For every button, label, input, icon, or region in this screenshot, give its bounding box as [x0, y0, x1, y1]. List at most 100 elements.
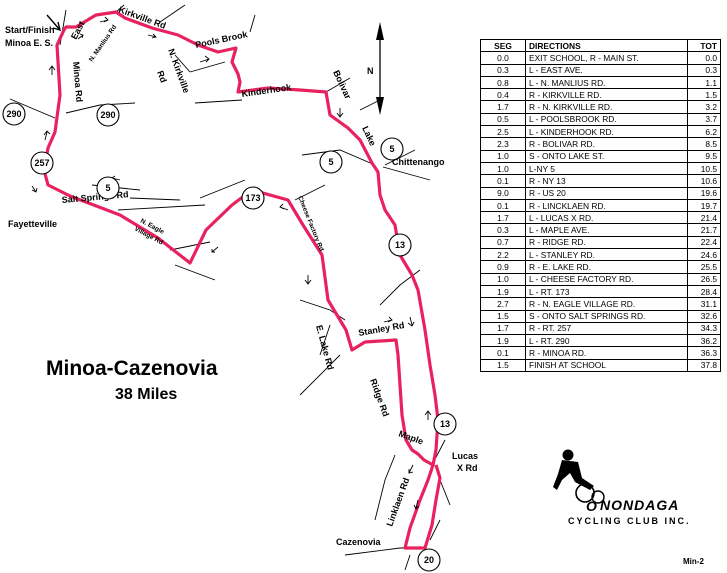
cell-tot: 26.5	[687, 272, 721, 286]
road-label-ridge: Ridge Rd	[368, 377, 391, 418]
road-label-n-manlius: N. Manlius Rd	[88, 24, 118, 63]
road-label-e-lake: E. Lake Rd	[314, 324, 336, 371]
cell-seg: 2.7	[480, 297, 526, 311]
cell-directions: R - US 20	[525, 186, 688, 200]
cell-directions: L - STANLEY RD.	[525, 248, 688, 262]
cell-seg: 1.0	[480, 161, 526, 176]
cell-tot: 19.7	[687, 198, 721, 213]
cell-seg: 1.7	[480, 211, 526, 225]
cell-tot: 0.3	[687, 63, 721, 77]
cell-directions: R - LINCKLAEN RD.	[525, 198, 688, 213]
road-lines	[9, 4, 451, 571]
cell-tot: 36.2	[687, 334, 721, 348]
shield-5-west-chittenango-label: 5	[328, 157, 333, 167]
cell-tot: 3.2	[687, 100, 721, 114]
town-cazenovia: Cazenovia	[336, 537, 382, 547]
cell-tot: 9.5	[687, 149, 721, 163]
club-logo: O NONDAGA CYCLING CLUB INC.	[553, 449, 689, 526]
cell-directions: L - POOLSBROOK RD.	[525, 112, 688, 127]
club-name: NONDAGA	[600, 497, 679, 513]
cell-directions: L - RT. 173	[525, 284, 688, 299]
shield-5-fayetteville-label: 5	[105, 183, 110, 193]
shield-290-east-label: 290	[100, 110, 115, 120]
route-shields: 290 290 257 5 5 5 173 13	[2, 102, 457, 572]
shield-257: 257	[30, 151, 54, 175]
shield-13-north: 13	[388, 233, 412, 257]
cell-seg: 0.5	[480, 112, 526, 127]
cell-seg: 1.0	[480, 272, 526, 286]
map-code: Min-2	[683, 557, 704, 566]
start-label-line2: Minoa E. S.	[5, 38, 53, 48]
cell-seg: 1.7	[480, 321, 526, 336]
cell-tot: 10.5	[687, 161, 721, 176]
cell-directions: L - N. MANLIUS RD.	[525, 75, 688, 90]
shield-290-west: 290	[2, 102, 26, 126]
cyclist-icon	[553, 449, 605, 504]
cell-seg: 1.0	[480, 149, 526, 163]
cell-seg: 1.9	[480, 284, 526, 299]
cue-sheet-header-row: SEG DIRECTIONS TOT	[480, 38, 721, 53]
cell-tot: 34.3	[687, 321, 721, 336]
town-lucas-1: Lucas	[452, 451, 478, 461]
shield-257-label: 257	[34, 158, 49, 168]
cell-seg: 9.0	[480, 186, 526, 200]
map-distance: 38 Miles	[115, 386, 177, 403]
cell-seg: 0.1	[480, 198, 526, 213]
cell-tot: 1.5	[687, 88, 721, 102]
cell-seg: 0.1	[480, 346, 526, 360]
cell-seg: 1.5	[480, 358, 526, 373]
cell-seg: 1.7	[480, 100, 526, 114]
cell-directions: R - N. EAGLE VILLAGE RD.	[525, 297, 688, 311]
shield-290-west-label: 290	[6, 109, 21, 119]
col-header-directions: DIRECTIONS	[525, 38, 688, 53]
cell-tot: 3.7	[687, 112, 721, 127]
cell-seg: 0.3	[480, 63, 526, 77]
north-arrow-icon: N	[367, 22, 384, 115]
cell-seg: 2.2	[480, 248, 526, 262]
town-lucas-2: X Rd	[457, 463, 478, 473]
cell-directions: R - RIDGE RD.	[525, 235, 688, 250]
road-label-maple: Maple	[397, 428, 424, 446]
cell-directions: L - RT. 290	[525, 334, 688, 348]
cell-tot: 8.5	[687, 137, 721, 151]
road-label-pools-brook: Pools Brook	[194, 29, 249, 50]
start-label-line1: Start/Finish	[5, 25, 55, 35]
cell-directions: FINISH AT SCHOOL	[525, 358, 688, 373]
start-arrow	[46, 14, 61, 32]
cell-tot: 1.1	[687, 75, 721, 90]
north-label: N	[367, 66, 374, 76]
cell-tot: 31.1	[687, 297, 721, 311]
cell-directions: R - KIRKVILLE RD.	[525, 88, 688, 102]
road-label-minoa: Minoa Rd	[71, 61, 84, 102]
cell-directions: R - NY 13	[525, 174, 688, 188]
cell-directions: R - RT. 257	[525, 321, 688, 336]
cell-tot: 36.3	[687, 346, 721, 360]
cell-seg: 0.0	[480, 51, 526, 65]
cell-tot: 22.4	[687, 235, 721, 250]
cell-directions: L-NY 5	[525, 161, 688, 176]
col-header-seg: SEG	[480, 38, 526, 53]
cell-tot: 25.5	[687, 260, 721, 274]
road-label-kinderhook: Kinderhook	[241, 82, 293, 99]
road-label-bolivar: Bolivar	[331, 69, 353, 101]
town-fayetteville: Fayetteville	[8, 219, 57, 229]
cell-tot: 21.4	[687, 211, 721, 225]
cell-directions: L - EAST AVE.	[525, 63, 688, 77]
cell-seg: 2.3	[480, 137, 526, 151]
shield-290-east: 290	[96, 103, 120, 127]
